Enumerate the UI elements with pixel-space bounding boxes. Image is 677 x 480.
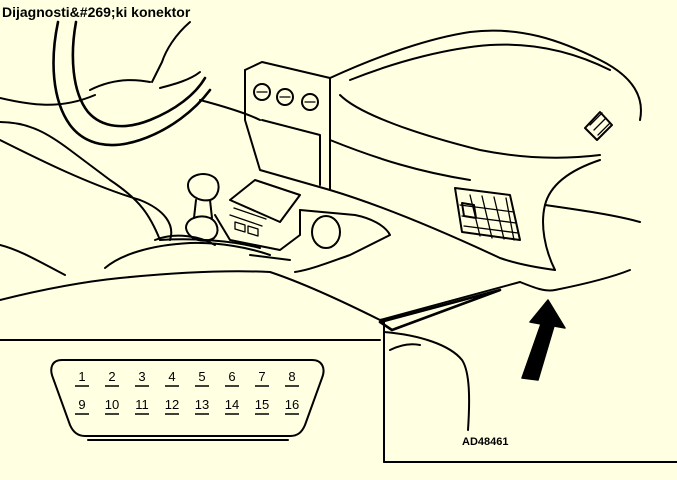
pin-label: 15 <box>255 397 269 412</box>
pin-label: 6 <box>228 369 235 384</box>
pin-label: 5 <box>198 369 205 384</box>
pin-label: 13 <box>195 397 209 412</box>
pin-label: 8 <box>288 369 295 384</box>
connector-bottom-row: 9 10 11 12 13 14 15 16 <box>75 397 299 415</box>
gear-shifter <box>154 173 220 246</box>
location-arrow <box>521 299 566 381</box>
pin-label: 16 <box>285 397 299 412</box>
pin-label: 7 <box>258 369 265 384</box>
pin-label: 9 <box>78 397 85 412</box>
pin-label: 3 <box>138 369 145 384</box>
obd-connector <box>50 359 325 441</box>
center-console <box>214 61 391 273</box>
steering-wheel <box>0 20 212 147</box>
pin-label: 11 <box>135 397 149 412</box>
pin-label: 12 <box>165 397 179 412</box>
pin-label: 2 <box>108 369 115 384</box>
pin-label: 1 <box>78 369 85 384</box>
connector-callout <box>0 288 677 463</box>
pin-label: 14 <box>225 397 239 412</box>
figure-reference: AD48461 <box>462 436 509 448</box>
pin-label: 10 <box>105 397 119 412</box>
pin-label: 4 <box>168 369 175 384</box>
dashboard-outline <box>0 99 381 321</box>
connector-top-row: 1 2 3 4 5 6 7 8 <box>75 369 299 387</box>
diagram-title: Dijagnosti&#269;ki konektor <box>2 4 191 20</box>
passenger-dashboard <box>329 29 642 321</box>
